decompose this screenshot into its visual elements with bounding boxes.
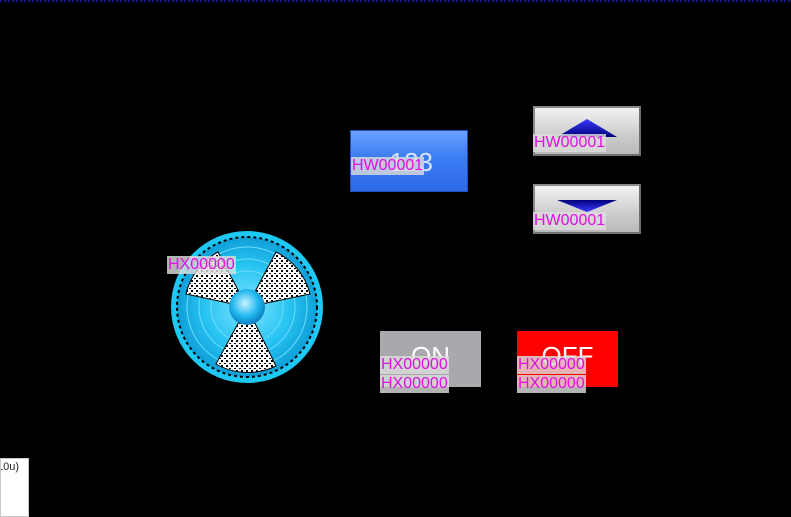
top-border-line [0, 0, 791, 2]
arrow-down-icon [557, 200, 617, 212]
decrement-button[interactable]: HW00001 [533, 184, 641, 234]
corner-panel[interactable]: 10u) [0, 458, 29, 517]
numeric-display[interactable]: 123 HW00001 [350, 130, 468, 192]
off-button[interactable]: OFF HX00000 HX00000 [517, 331, 618, 393]
increment-button[interactable]: HW00001 [533, 106, 641, 156]
decrement-button-tag: HW00001 [533, 212, 607, 230]
off-button-tag-2: HX00000 [517, 375, 586, 393]
fan-icon [171, 231, 323, 383]
off-button-tag-1: HX00000 [517, 356, 586, 374]
arrow-up-icon [557, 119, 617, 137]
corner-panel-text: 10u) [1, 461, 20, 473]
on-button-tag-1: HX00000 [380, 356, 449, 374]
on-button-tag-2: HX00000 [380, 375, 449, 393]
fan-indicator[interactable]: HX00000 [166, 230, 328, 384]
increment-button-tag: HW00001 [533, 134, 607, 152]
numeric-display-tag: HW00001 [351, 157, 425, 175]
fan-tag: HX00000 [167, 256, 236, 274]
on-button[interactable]: ON HX00000 HX00000 [380, 331, 481, 393]
